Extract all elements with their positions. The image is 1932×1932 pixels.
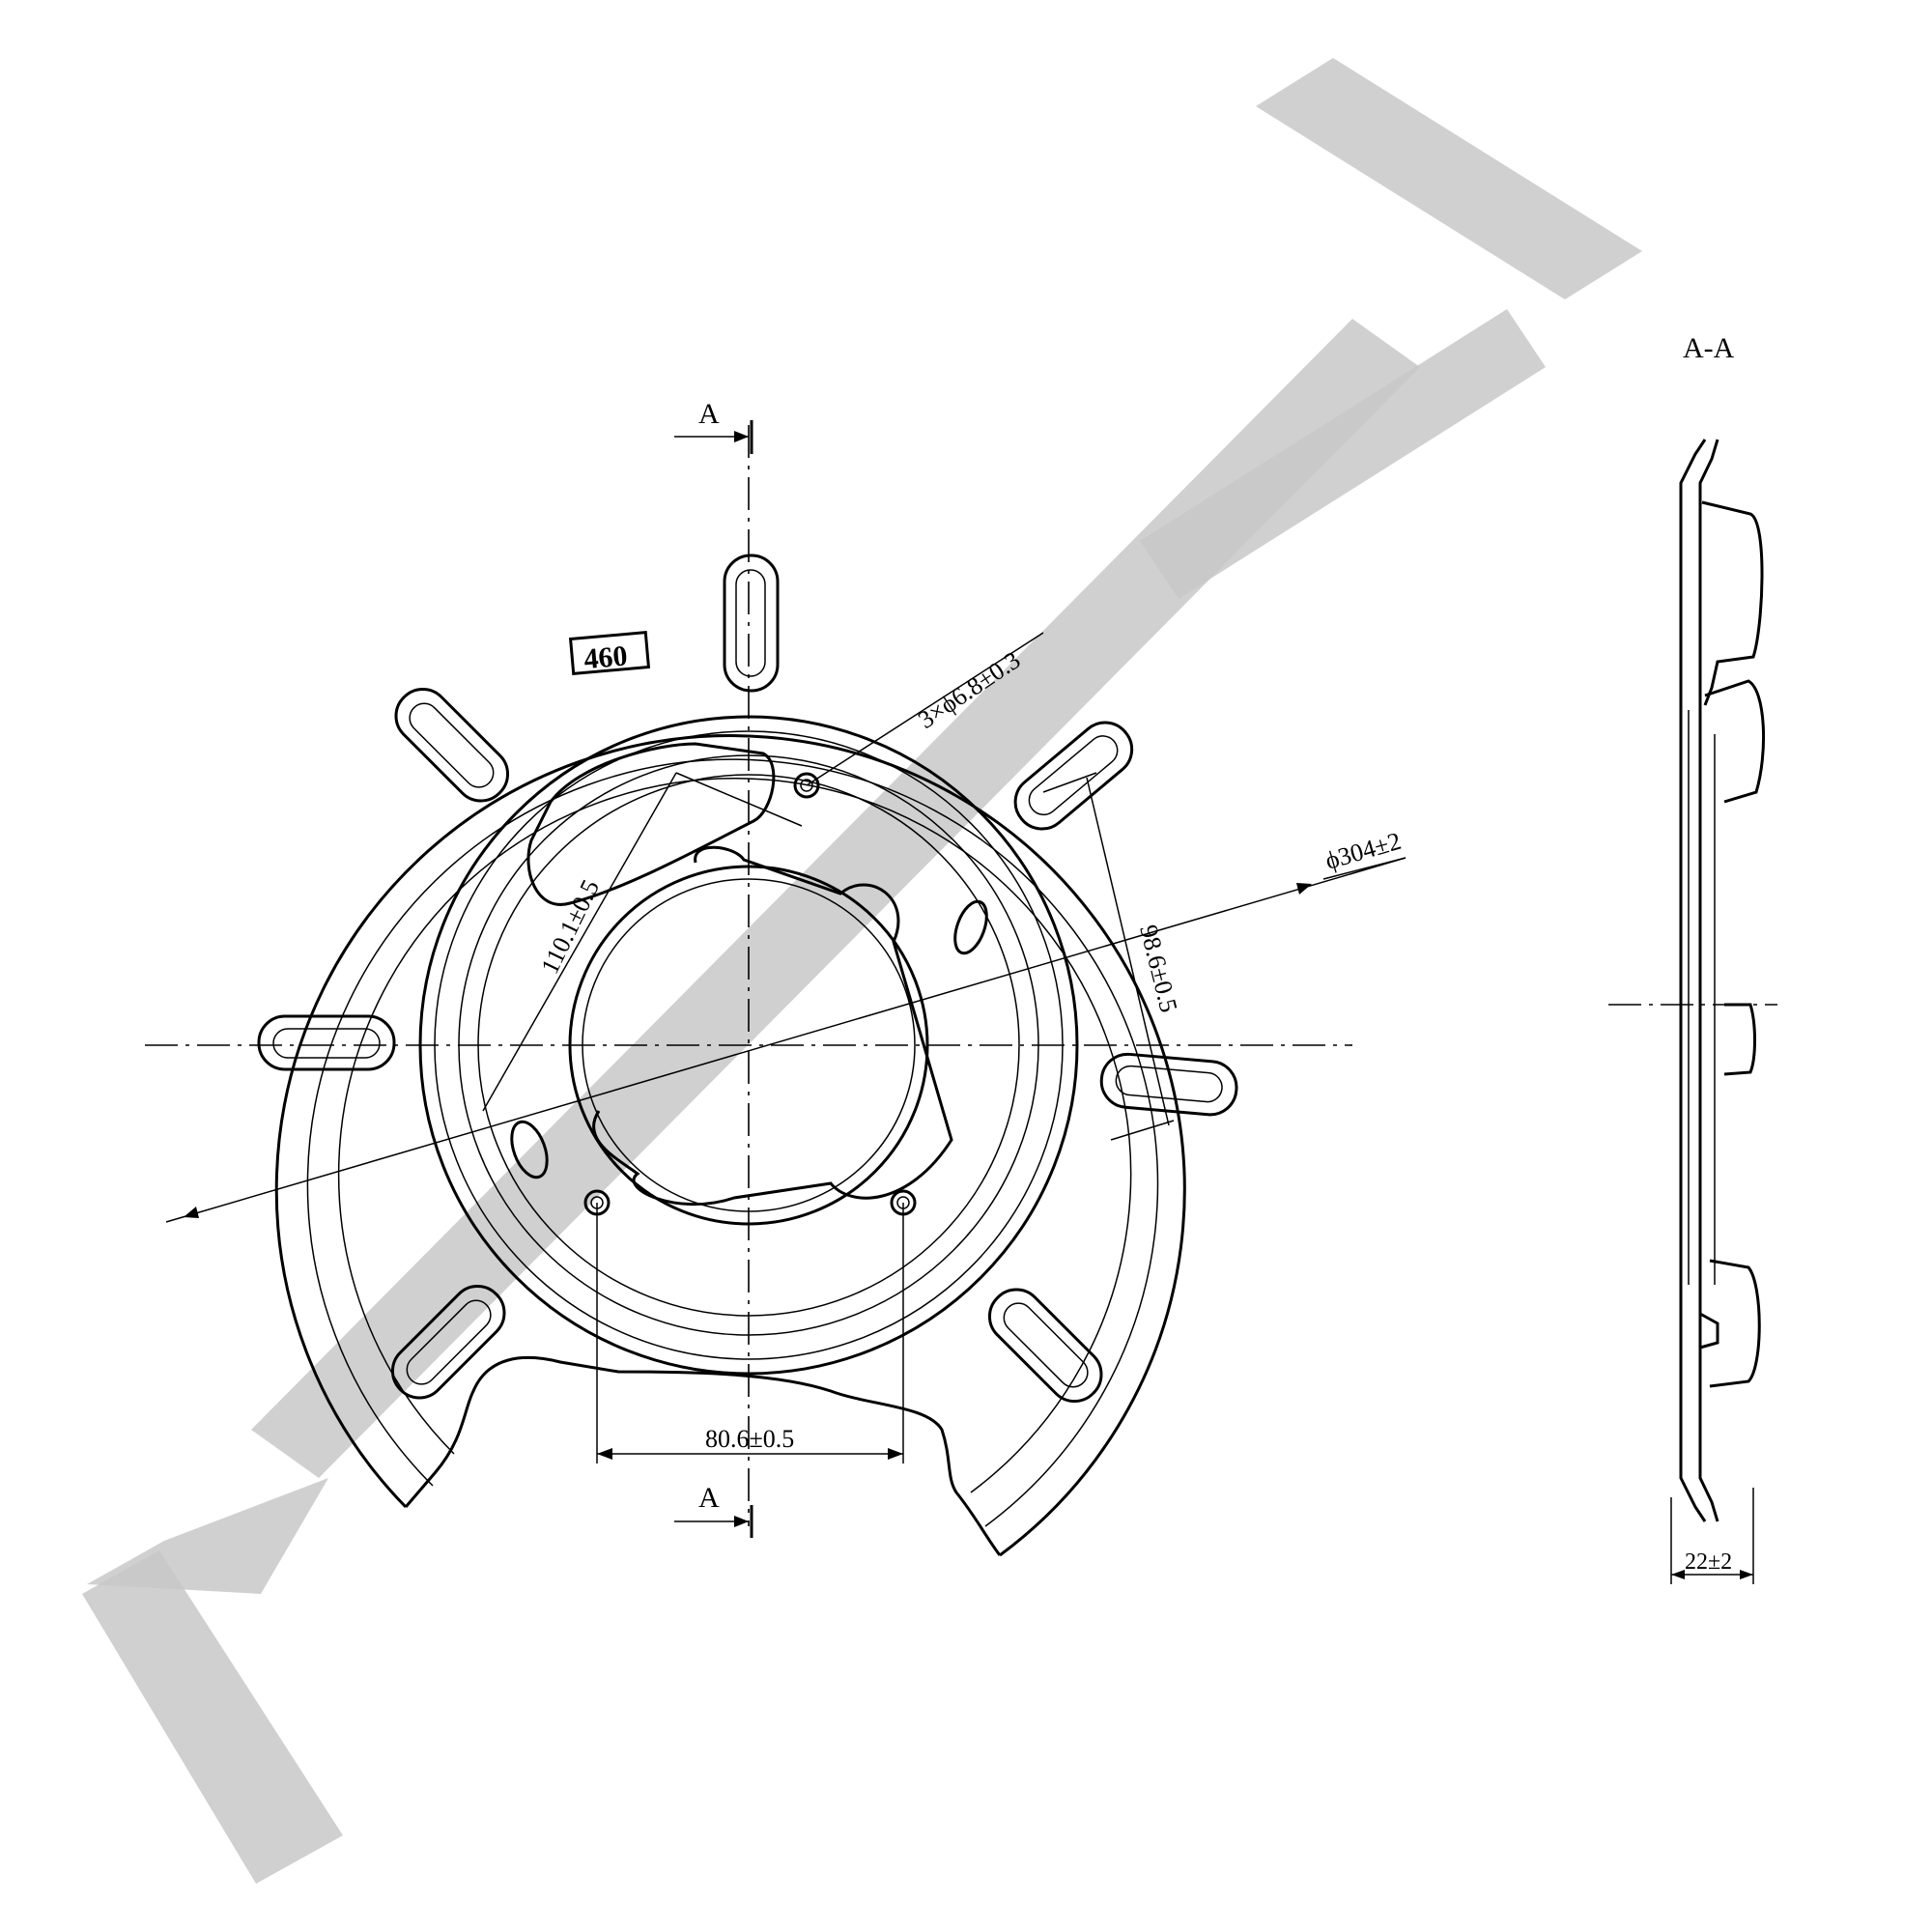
diagonal-offset-text: 110.1±0.5	[535, 875, 605, 978]
section-depth-text: 22±2	[1685, 1549, 1732, 1575]
shield-main-view	[257, 554, 1238, 1557]
section-label-top: A	[698, 398, 720, 430]
vertical-offset-text: 98.6±0.5	[1134, 922, 1182, 1015]
section-arrow-bottom: A	[674, 1482, 753, 1538]
section-view: A-A 22±2	[1670, 332, 1766, 1584]
dimension-outer-diameter: ϕ304±2	[165, 827, 1406, 1223]
section-arrow-top: A	[674, 398, 753, 454]
section-view-title: A-A	[1683, 332, 1735, 364]
center-lines	[145, 425, 1777, 1526]
outer-diameter-text: ϕ304±2	[1322, 827, 1405, 875]
part-number-box: 460	[568, 631, 651, 675]
section-label-bottom: A	[698, 1482, 720, 1514]
hole-spacing-text: 80.6±0.5	[705, 1425, 794, 1453]
dimension-hole-spacing: 80.6±0.5	[596, 1203, 904, 1463]
part-number-label: 460	[582, 639, 629, 675]
watermark-logo	[82, 58, 1642, 1884]
